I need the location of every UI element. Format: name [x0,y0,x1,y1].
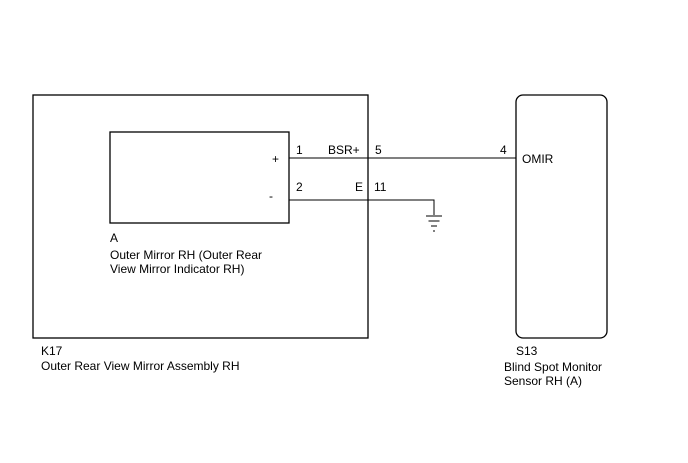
assembly-box [32,94,369,339]
pin-inner-2: 2 [296,180,303,194]
component-name-line2: View Mirror Indicator RH) [110,262,244,276]
pin-outer-5: 5 [375,143,382,157]
outer-mirror-component-box [109,131,290,224]
component-plus-symbol: + [272,152,279,166]
assembly-name: Outer Rear View Mirror Assembly RH [41,359,240,373]
assembly-code: K17 [41,344,63,358]
pin-outer-11: 11 [374,180,387,194]
ground-symbol-icon [426,215,442,232]
pin-inner-1: 1 [296,143,303,157]
sensor-name-line1: Blind Spot Monitor [504,360,602,374]
sensor-code: S13 [516,344,538,358]
component-name-line1: Outer Mirror RH (Outer Rear [110,248,262,262]
pin-sensor-4: 4 [500,143,507,157]
component-letter: A [110,231,118,245]
sensor-name-line2: Sensor RH (A) [504,374,582,388]
sensor-box [515,94,608,339]
signal-bsr-plus: BSR+ [328,143,360,157]
sensor-terminal-omir: OMIR [522,152,554,166]
wire-ground [289,199,435,215]
signal-e: E [355,180,363,194]
component-minus-symbol: - [269,189,273,203]
